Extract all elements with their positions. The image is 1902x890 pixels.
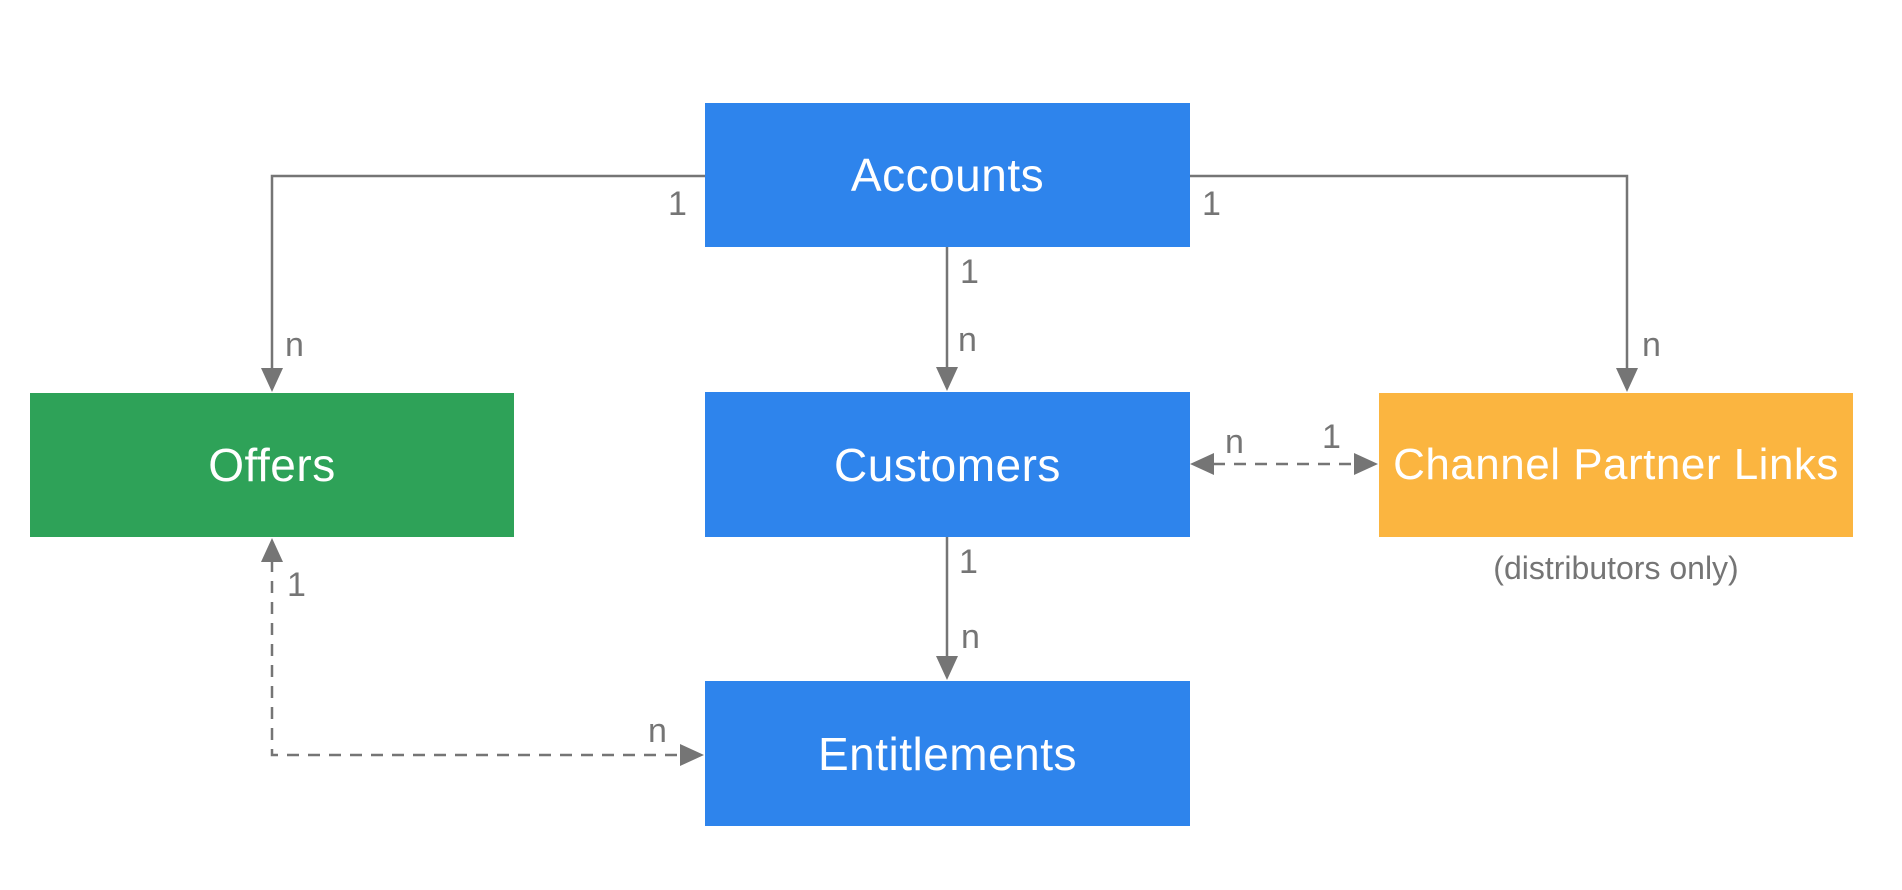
cardinality-offers-entitlements-1: 1 xyxy=(287,566,306,604)
arrowhead-to-customers xyxy=(936,367,958,391)
cardinality-customers-cpl-n: n xyxy=(1225,423,1244,461)
cardinality-accounts-customers-1: 1 xyxy=(960,253,979,291)
arrowhead-to-entitlements xyxy=(936,656,958,680)
arrowhead-dashed-to-entitlements xyxy=(680,744,704,766)
node-entitlements: Entitlements xyxy=(705,681,1190,826)
node-channel-partner-links-label: Channel Partner Links xyxy=(1393,440,1839,489)
cardinality-offers-entitlements-n: n xyxy=(648,712,667,750)
node-accounts-label: Accounts xyxy=(850,149,1045,201)
cardinality-accounts-customers-n: n xyxy=(958,321,977,359)
node-customers-label: Customers xyxy=(834,438,1061,491)
node-offers: Offers xyxy=(30,393,514,537)
node-entitlements-label: Entitlements xyxy=(817,727,1078,780)
edge-accounts-cpl-line xyxy=(1190,174,1629,370)
arrowhead-dashed-to-customers xyxy=(1190,453,1214,475)
node-customers: Customers xyxy=(705,392,1190,537)
cpl-note: (distributors only) xyxy=(1493,550,1739,586)
edge-accounts-offers-line xyxy=(270,174,705,370)
arrowhead-dashed-to-offers xyxy=(261,538,283,562)
cardinality-customers-cpl-1: 1 xyxy=(1322,418,1341,456)
cardinality-customers-entitlements-1: 1 xyxy=(959,543,978,581)
node-channel-partner-links: Channel Partner Links xyxy=(1379,393,1853,537)
arrowhead-to-cpl xyxy=(1616,368,1638,392)
cardinality-accounts-cpl-n: n xyxy=(1642,326,1661,364)
cardinality-accounts-offers-1: 1 xyxy=(668,185,687,223)
arrowhead-dashed-to-cpl xyxy=(1354,453,1378,475)
arrowhead-to-offers xyxy=(261,368,283,392)
edge-offers-entitlements-line xyxy=(270,560,682,757)
cardinality-customers-entitlements-n: n xyxy=(961,618,980,656)
cardinality-accounts-cpl-1: 1 xyxy=(1202,185,1221,223)
cardinality-accounts-offers-n: n xyxy=(285,326,304,364)
node-offers-label: Offers xyxy=(208,439,336,491)
node-accounts: Accounts xyxy=(705,103,1190,247)
